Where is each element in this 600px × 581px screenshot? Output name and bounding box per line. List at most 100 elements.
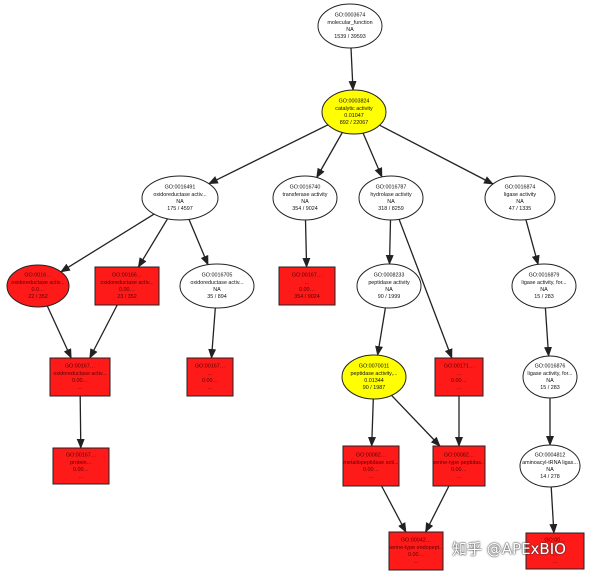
node-label-line: GO:00171…	[444, 364, 474, 370]
edge-mf-to-cat	[348, 47, 357, 91]
node-box	[388, 531, 444, 571]
node-ellipse	[358, 175, 424, 221]
node-label-line: NA	[176, 199, 184, 205]
node-label-line: NA	[540, 287, 548, 293]
node-label-line: NA	[546, 467, 554, 473]
node-ellipse	[321, 89, 387, 135]
edge-cat-to-hyd	[362, 132, 383, 178]
edge-cat-to-oxi	[208, 124, 329, 185]
node-ellipse	[141, 175, 219, 221]
node-box	[432, 445, 486, 487]
edge-ami-to-last	[549, 486, 558, 534]
node-label-line: …	[207, 385, 212, 391]
node-box	[278, 266, 336, 306]
node-label-line: ligase activity, for...	[527, 371, 572, 377]
node-box	[342, 445, 400, 487]
edge-oxi-to-oxr1	[60, 213, 155, 273]
edge-lig-to-lig2	[525, 219, 540, 266]
node-label-line: NA	[385, 287, 393, 293]
node-label-line: aminoacyl-tRNA ligas...	[522, 460, 578, 466]
node-label-line: GO:0016705	[202, 273, 233, 279]
node-label-line: serine-type endopept...	[388, 545, 443, 551]
node-label-line: …	[78, 474, 83, 480]
node-label-line: …	[456, 474, 461, 480]
node-label-line: 354 / 9024	[294, 294, 319, 300]
watermark-text: 知乎 @APExBIO	[452, 540, 566, 558]
node-box	[52, 447, 110, 485]
node-label-line: NA	[546, 378, 554, 384]
node-box	[525, 532, 585, 570]
node-label-line: …	[456, 371, 461, 377]
go-term-node-oxr1: GO:0016…oxidoreductase activ...0.0…22 / …	[6, 264, 70, 308]
node-label-line: GO:0016491	[165, 185, 196, 191]
node-box	[186, 357, 234, 397]
node-label-line: protein…	[70, 460, 92, 466]
node-label-line: GO:0016…	[24, 273, 51, 279]
node-ellipse	[179, 263, 255, 309]
edge-met-to-ser2	[381, 485, 407, 533]
edge-pept-to-ser	[391, 394, 441, 447]
node-label-line: GO:0016876	[535, 364, 566, 370]
node-ellipse	[317, 3, 383, 49]
node-label-line: metallopeptidase acti...	[343, 460, 398, 466]
edge-hyd-to-pepr	[398, 219, 453, 359]
node-label-line: 14 / 278	[540, 474, 559, 480]
go-term-node-ser2: GO:00042…serine-type endopept...0.00……	[388, 531, 444, 571]
node-label-line: ligase activity, for...	[521, 280, 566, 286]
node-label-line: GO:0003674	[335, 13, 366, 19]
node-ellipse	[522, 355, 578, 399]
node-label-line: peptidase activity	[368, 280, 410, 286]
node-label-line: 0.01344	[364, 378, 384, 384]
node-label-line: …	[456, 385, 461, 391]
go-term-node-oxr6: GO:00167…protein…0.00……	[52, 447, 110, 485]
node-label-line: 0.00…	[119, 287, 135, 293]
node-label-line: 175 / 4597	[167, 206, 192, 212]
node-label-line: …	[207, 371, 212, 377]
node-ellipse	[511, 263, 577, 309]
node-label-line: 0.00…	[451, 378, 467, 384]
node-label-line: 0.0…	[32, 287, 45, 293]
edge-cat-to-lig	[379, 124, 494, 185]
node-label-line: 0.00…	[73, 467, 89, 473]
node-label-line: transferase activity	[283, 192, 328, 198]
node-ellipse	[484, 175, 556, 221]
node-ellipse	[6, 264, 70, 308]
go-term-node-met: GO:00082…metallopeptidase acti...0.00……	[342, 445, 400, 487]
node-label-line: …	[552, 559, 557, 565]
node-label-line: 90 / 1987	[363, 385, 385, 391]
node-label-line: 0.01047	[344, 113, 364, 119]
node-label-line: GO:0016874	[505, 185, 536, 191]
node-label-line: …	[77, 385, 82, 391]
node-label-line: 0.00…	[299, 287, 315, 293]
edge-pept-to-met	[368, 398, 377, 447]
edge-ser-to-ser2	[425, 485, 450, 533]
edge-oxr4-to-oxr6	[76, 395, 85, 449]
go-term-node-ser: GO:00082…serine-type peptidas...0.00……	[432, 445, 486, 487]
node-label-line: NA	[213, 287, 221, 293]
node-label-line: GO:0016879	[529, 273, 560, 279]
node-label-line: GO:0016740	[290, 185, 321, 191]
node-label-line: 1539 / 39593	[334, 34, 365, 40]
node-label-line: NA	[516, 199, 524, 205]
edge-oxr2-to-oxr4	[89, 304, 118, 359]
node-label-line: GO:00…	[544, 538, 565, 544]
node-label-line: …	[368, 474, 373, 480]
node-label-line: GO:00167…	[195, 364, 225, 370]
edge-pep-to-pept	[375, 307, 387, 357]
node-label-line: NA	[346, 27, 354, 33]
node-label-line: …	[413, 559, 418, 565]
node-label-line: GO:00167…	[66, 453, 96, 459]
node-label-line: 0.00…	[202, 378, 218, 384]
